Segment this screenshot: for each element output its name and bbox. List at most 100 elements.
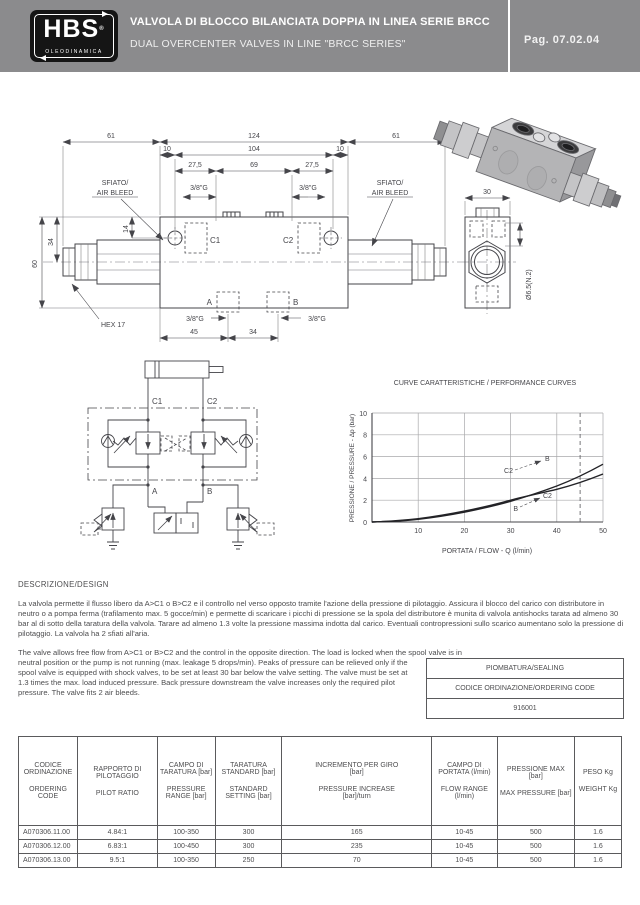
cell-setting: 300: [214, 839, 283, 854]
chart-ylabel: PRESSIONE / PRESSURE - Δp (bar): [349, 414, 356, 522]
cell-ratio: 9.5:1: [77, 853, 158, 868]
cell-setting: 300: [214, 825, 283, 840]
title-italian: VALVOLA DI BLOCCO BILANCIATA DOPPIA IN L…: [130, 16, 490, 28]
page-number: Pag. 07.02.04: [524, 34, 600, 46]
schematic-b-label: B: [207, 487, 212, 496]
hex-label: HEX 17: [101, 322, 125, 329]
col-max-pressure: PRESSIONE MAX [bar]MAX PRESSURE [bar]: [496, 736, 575, 826]
dim-45: 45: [190, 329, 198, 336]
schematic-pilot-lines: [80, 435, 275, 536]
header-divider: [508, 0, 510, 72]
cell-ratio: 6.83:1: [77, 839, 158, 854]
brand-subname: OLEODINAMICA: [45, 49, 103, 55]
cell-code: A070306.12.00: [17, 839, 79, 854]
dim-10-right: 10: [336, 146, 344, 153]
cell-flow: 10-45: [431, 853, 498, 868]
ann-lower-from: B: [513, 506, 518, 513]
description-italian: La valvola permette il flusso libero da …: [18, 599, 624, 638]
port-c2-label: C2: [283, 236, 294, 245]
sealing-table: PIOMBATURA/SEALING CODICE ORDINAZIONE/OR…: [426, 658, 624, 719]
air-bleed-label-right2: AIR BLEED: [372, 190, 409, 197]
sealing-title: PIOMBATURA/SEALING: [485, 665, 565, 672]
port-b-label: B: [293, 298, 298, 307]
svg-text:10: 10: [359, 411, 367, 418]
hole-dia-label: Ø6.5(N.2): [526, 269, 533, 300]
cell-increase: 70: [281, 853, 433, 868]
schematic-a-label: A: [152, 487, 158, 496]
valve-3d-render: [433, 117, 622, 209]
dim-34-vert: 34: [48, 238, 55, 246]
title-english: DUAL OVERCENTER VALVES IN LINE "BRCC SER…: [130, 38, 406, 50]
col-flow-range: CAMPO DI PORTATA (l/min)FLOW RANGE (l/mi…: [431, 736, 498, 826]
air-bleed-label-right: SFIATO/: [377, 180, 404, 187]
svg-text:2: 2: [363, 498, 367, 505]
col-pressure-range: CAMPO DI TARATURA [bar]PRESSURE RANGE [b…: [156, 736, 216, 826]
technical-drawing: 61 124 61 10 104 10 27,5 69 27,5 60 34 1…: [32, 117, 622, 342]
cell-range: 100-350: [156, 825, 216, 840]
dim-104: 104: [248, 146, 260, 153]
schematic-c1-label: C1: [152, 397, 163, 406]
schematic-c2-label: C2: [207, 397, 218, 406]
dimension-lines: [38, 138, 446, 342]
dim-27-5-left: 27,5: [188, 162, 202, 169]
thread-label-b: 3/8"G: [308, 316, 326, 323]
air-bleed-label-left2: AIR BLEED: [97, 190, 134, 197]
table-row: A070306.11.00 4.84:1 100-350 300 165 10-…: [17, 825, 623, 840]
port-a-label: A: [207, 298, 213, 307]
logo-arrow-icon: [102, 11, 108, 17]
curve-b-to-c2: [371, 473, 604, 523]
cell-weight: 1.6: [573, 853, 623, 868]
performance-chart: CURVE CARATTERISTICHE / PERFORMANCE CURV…: [349, 380, 607, 555]
cell-code: A070306.13.00: [17, 853, 79, 868]
schematic-lines: [93, 360, 258, 550]
cell-increase: 235: [281, 839, 433, 854]
dim-27-5-right: 27,5: [305, 162, 319, 169]
description-section: DESCRIZIONE/DESIGN La valvola permette i…: [18, 580, 624, 719]
cell-increase: 165: [281, 825, 433, 840]
dim-124: 124: [248, 133, 260, 140]
cell-range: 100-350: [156, 853, 216, 868]
cell-maxp: 500: [496, 839, 575, 854]
registered-mark: ®: [99, 26, 105, 32]
extension-lines: [39, 146, 446, 342]
hbs-logo: HBS® OLEODINAMICA: [30, 10, 118, 62]
svg-text:30: 30: [507, 528, 515, 535]
schematic-boundary: [87, 407, 258, 481]
svg-text:20: 20: [461, 528, 469, 535]
cell-flow: 10-45: [431, 825, 498, 840]
cell-weight: 1.6: [573, 825, 623, 840]
dim-34-bottom: 34: [249, 329, 257, 336]
description-heading: DESCRIZIONE/DESIGN: [18, 580, 109, 589]
curve-c2-to-b: [371, 463, 604, 523]
logo-frame: [34, 14, 114, 58]
svg-text:40: 40: [553, 528, 561, 535]
chart-curves: [371, 463, 604, 523]
port-c1-label: C1: [210, 236, 221, 245]
dim-69: 69: [250, 162, 258, 169]
svg-text:4: 4: [363, 477, 367, 484]
schematic-arrows: [94, 434, 257, 532]
cell-maxp: 500: [496, 853, 575, 868]
logo-arrow-icon: [40, 55, 46, 61]
dim-61-right: 61: [392, 133, 400, 140]
chart-title: CURVE CARATTERISTICHE / PERFORMANCE CURV…: [394, 380, 577, 387]
dim-14: 14: [123, 225, 130, 233]
sealing-code: 916001: [427, 698, 623, 718]
dim-60: 60: [32, 260, 39, 268]
svg-text:0: 0: [363, 520, 367, 527]
cell-setting: 250: [214, 853, 283, 868]
svg-text:8: 8: [363, 433, 367, 440]
svg-text:6: 6: [363, 455, 367, 462]
schematic-nodes: [146, 418, 205, 487]
chart-xlabel: PORTATA / FLOW - Q (l/min): [442, 548, 532, 555]
chart-tick-labels: 0 2 4 6 8 10 10 20 30 40 50: [359, 411, 607, 535]
svg-text:50: 50: [599, 528, 607, 535]
hydraulic-schematic: C1 C2 A B: [80, 360, 275, 550]
page-header: HBS® OLEODINAMICA VALVOLA DI BLOCCO BILA…: [0, 0, 640, 72]
cell-weight: 1.6: [573, 839, 623, 854]
ann-upper-from: C2: [504, 468, 513, 475]
